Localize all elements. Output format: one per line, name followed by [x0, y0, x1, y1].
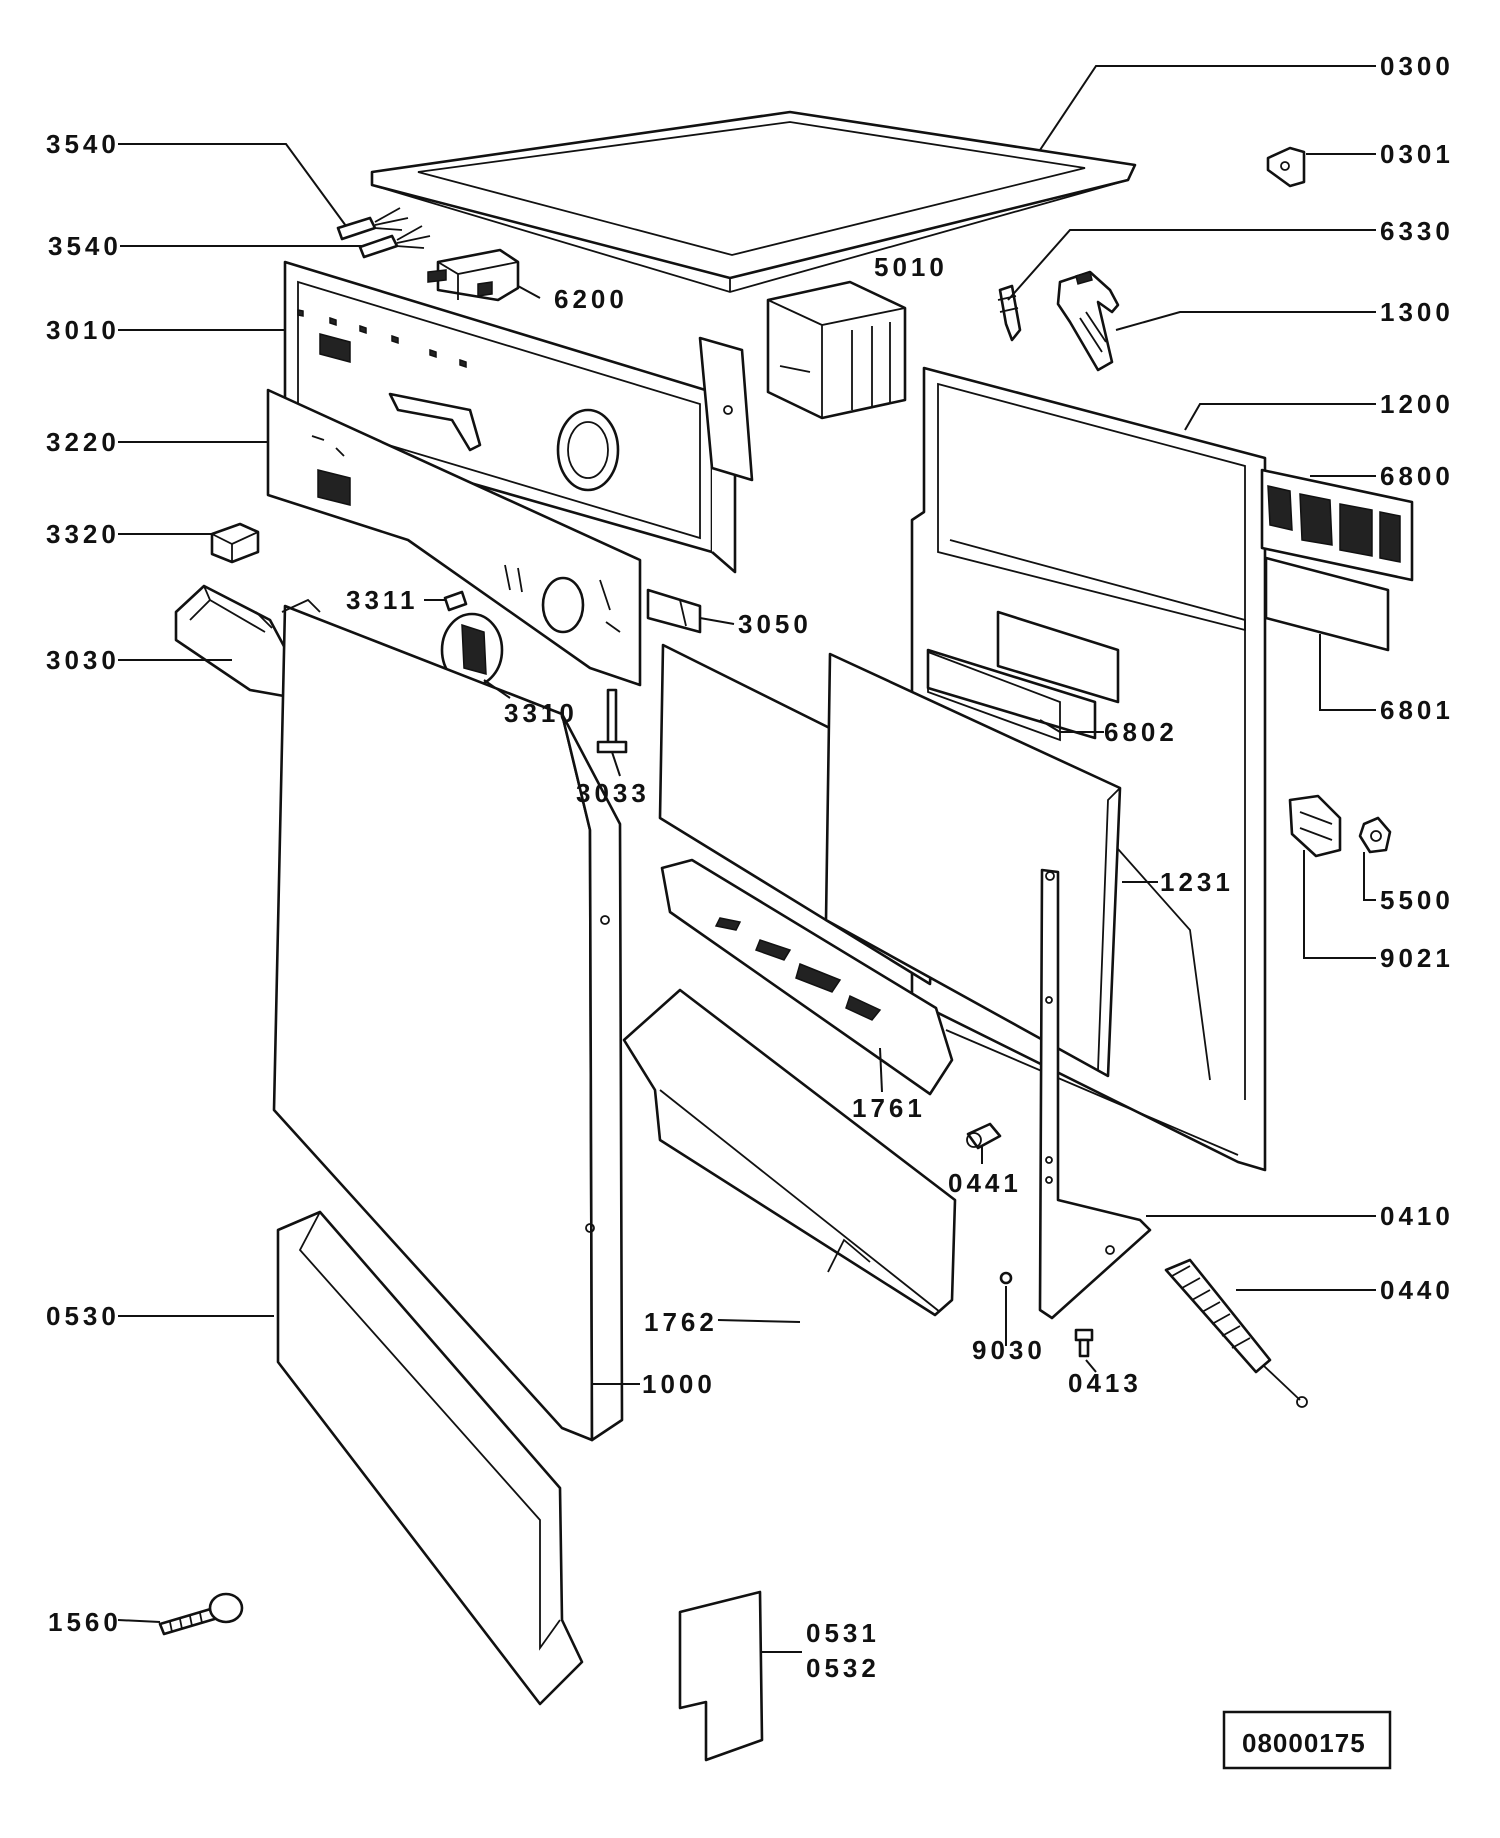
label-9030: 9030: [972, 1335, 1046, 1365]
diagram-reference-box: 08000175: [1222, 1710, 1392, 1770]
label-6800: 6800: [1380, 461, 1454, 491]
label-0530: 0530: [46, 1301, 120, 1331]
part-0301-clip: [1266, 146, 1306, 188]
label-6802: 6802: [1104, 717, 1178, 747]
part-6200-connector: [427, 248, 520, 302]
label-1762: 1762: [644, 1307, 718, 1337]
label-3310: 3310: [504, 698, 578, 728]
part-6800-electronic-board: [1260, 468, 1414, 582]
label-0532: 0532: [806, 1653, 880, 1683]
part-0530-plinth: [276, 1210, 584, 1706]
label-3010: 3010: [46, 315, 120, 345]
label-6200: 6200: [554, 284, 628, 314]
label-1000: 1000: [642, 1369, 716, 1399]
label-0441: 0441: [948, 1168, 1022, 1198]
label-1200: 1200: [1380, 389, 1454, 419]
part-0531-0532-decor-panel: [678, 1590, 764, 1762]
part-1761-damping-strip: [660, 858, 954, 1096]
part-5010-timer-module: [766, 280, 907, 420]
leader-lines: [117, 65, 1376, 1653]
label-9021: 9021: [1380, 943, 1454, 973]
label-0410: 0410: [1380, 1201, 1454, 1231]
label-6801: 6801: [1380, 695, 1454, 725]
label-3320: 3320: [46, 519, 120, 549]
label-1761: 1761: [852, 1093, 926, 1123]
label-3311: 3311: [346, 585, 418, 615]
part-9021-hinge-bracket: [1288, 794, 1342, 858]
part-3033-screw: [596, 688, 628, 754]
label-3540-upper: 3540: [46, 129, 120, 159]
label-1300: 1300: [1380, 297, 1454, 327]
part-9030-clip: [999, 1271, 1013, 1285]
part-3010-control-panel: [283, 260, 737, 574]
label-5500: 5500: [1380, 885, 1454, 915]
part-3311-lens: [443, 590, 468, 612]
label-3033: 3033: [576, 778, 650, 808]
part-6801-board-cover: [1264, 556, 1390, 652]
part-3540-indicator-lamps: [336, 207, 431, 259]
part-0410-hinge-arm: [1038, 868, 1152, 1320]
part-3050-switch: [646, 588, 702, 634]
part-1300-door-lock: [1056, 270, 1120, 372]
part-6330-latch-pin: [997, 284, 1022, 342]
part-number-labels: 0300 0301 3540 3540 6330 6200 5010 1300 …: [46, 51, 1454, 1683]
label-0531: 0531: [806, 1618, 880, 1648]
part-0300-worktop: [370, 110, 1137, 293]
part-3310-selector-knob: [440, 612, 504, 688]
part-0441-pulley: [966, 1122, 1002, 1150]
label-0301: 0301: [1380, 139, 1454, 169]
part-0440-door-spring: [1164, 1258, 1308, 1408]
label-3540-lower: 3540: [48, 231, 122, 261]
label-0440: 0440: [1380, 1275, 1454, 1305]
label-3220: 3220: [46, 427, 120, 457]
part-5500-seal: [1358, 816, 1392, 854]
part-6802-bracket: [927, 650, 1061, 742]
label-5010: 5010: [874, 252, 948, 282]
part-side-bracket: [698, 336, 754, 482]
part-0413-pin: [1074, 1328, 1094, 1358]
label-1231: 1231: [1160, 867, 1234, 897]
diagram-reference-number: 08000175: [1242, 1728, 1366, 1758]
label-1560: 1560: [48, 1607, 122, 1637]
part-1762-lower-strip: [622, 988, 957, 1317]
part-1560-adjustment-screw: [158, 1592, 244, 1636]
label-3030: 3030: [46, 645, 120, 675]
label-3050: 3050: [738, 609, 812, 639]
part-3320-push-button: [210, 522, 260, 564]
label-0300: 0300: [1380, 51, 1454, 81]
label-6330: 6330: [1380, 216, 1454, 246]
part-1000-outer-door: [272, 598, 624, 1442]
label-0413: 0413: [1068, 1368, 1142, 1398]
part-3220-fascia: [266, 388, 642, 687]
